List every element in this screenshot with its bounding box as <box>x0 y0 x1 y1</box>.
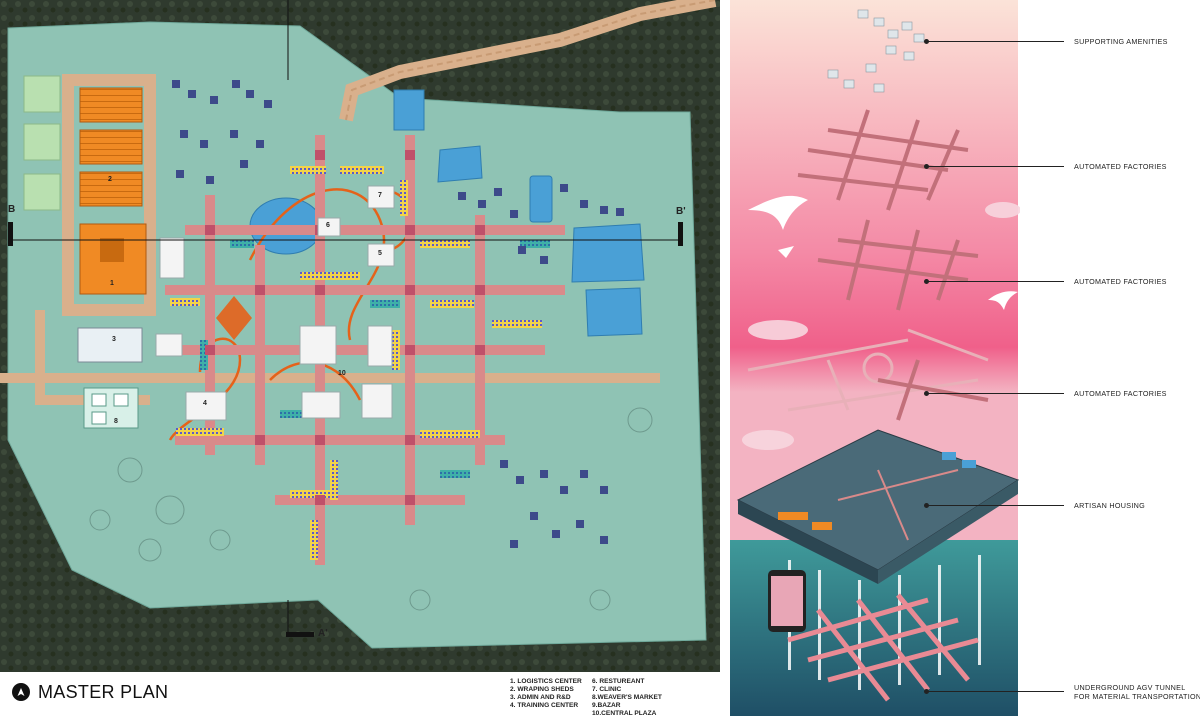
phone-icon <box>768 570 806 632</box>
callout-artisan-housing: ARTISAN HOUSING <box>1074 501 1146 510</box>
master-plan-drawing <box>0 0 720 672</box>
agv-tunnel-grid <box>787 593 979 702</box>
section-label-a-prime: A' <box>318 628 328 639</box>
legend-item: 6. RESTUREANT <box>592 678 645 685</box>
callout-underground-agv-tunnel: UNDERGROUND AGV TUNNEL FOR MATERIAL TRAN… <box>1074 683 1200 701</box>
callout-dot <box>924 279 929 284</box>
section-label-b-prime: B' <box>676 206 686 217</box>
callout-line <box>928 505 1064 506</box>
birds <box>748 195 1018 310</box>
page-title: MASTER PLAN <box>38 681 169 702</box>
legend-item: 9.BAZAR <box>592 702 621 709</box>
callout-automated-factories-1: AUTOMATED FACTORIES <box>1074 162 1167 171</box>
callout-line <box>928 166 1064 167</box>
building-number: 1 <box>110 280 114 287</box>
legend-item: 2. WRAPING SHEDS <box>510 686 574 693</box>
building-number: 8 <box>114 418 118 425</box>
wrapping-sheds <box>79 87 143 207</box>
legend-item: 7. CLINIC <box>592 686 622 693</box>
central-plaza-marker <box>216 296 252 340</box>
admin-building <box>77 327 143 363</box>
callout-line <box>928 691 1064 692</box>
callout-automated-factories-2: AUTOMATED FACTORIES <box>1074 277 1167 286</box>
section-label-b: B <box>8 204 16 215</box>
trees <box>89 407 653 611</box>
legend-column-1: 1. LOGISTICS CENTER 2. WRAPING SHEDS 3. … <box>510 678 582 710</box>
perimeter-road <box>62 74 156 316</box>
artisan-housing <box>172 80 624 548</box>
callout-supporting-amenities: SUPPORTING AMENITIES <box>1074 37 1168 46</box>
factory-layer-2 <box>817 219 979 311</box>
callout-dot <box>924 39 929 44</box>
building-number: 6 <box>326 222 330 229</box>
legend-item: 3. ADMIN AND R&D <box>510 694 571 701</box>
callout-dot <box>924 689 929 694</box>
logistics-center <box>79 223 147 295</box>
amenities-layer <box>827 9 925 93</box>
callout-automated-factories-3: AUTOMATED FACTORIES <box>1074 389 1167 398</box>
callout-dot <box>924 503 929 508</box>
clouds <box>742 202 1020 450</box>
building-number: 2 <box>108 176 112 183</box>
building-number: 3 <box>112 336 116 343</box>
callout-dot <box>924 164 929 169</box>
building-number: 4 <box>203 400 207 407</box>
building-number: 10 <box>338 370 346 377</box>
exploded-axonometric <box>730 0 1020 716</box>
legend-item: 1. LOGISTICS CENTER <box>510 678 582 685</box>
north-arrow-icon <box>12 683 30 701</box>
building-number: 5 <box>378 250 382 257</box>
legend-column-2: 6. RESTUREANT 7. CLINIC 8.WEAVER'S MARKE… <box>592 678 662 718</box>
solar-arms <box>170 166 550 560</box>
legend-item: 10.CENTRAL PLAZA <box>592 710 657 717</box>
pavilions <box>155 185 395 421</box>
callout-dot <box>924 391 929 396</box>
callout-line <box>928 393 1064 394</box>
junction-nodes <box>205 150 485 505</box>
callout-line <box>928 41 1064 42</box>
legend-item: 8.WEAVER'S MARKET <box>592 694 662 701</box>
master-plan-title-row: MASTER PLAN <box>12 680 168 704</box>
building-number: 7 <box>378 192 382 199</box>
callout-line <box>928 281 1064 282</box>
weavers-market <box>83 387 139 429</box>
legend-item: 4. TRAINING CENTER <box>510 702 579 709</box>
